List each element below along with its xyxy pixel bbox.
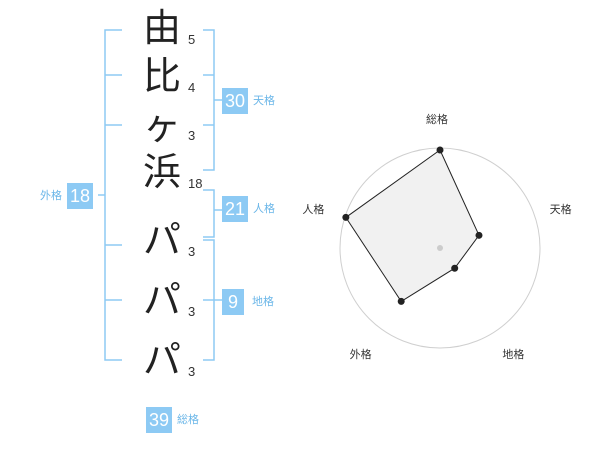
radar-point (475, 231, 483, 239)
soukaku-value: 39 (146, 407, 172, 433)
name-char: パ (142, 338, 181, 382)
stroke-count: 3 (188, 244, 196, 259)
stroke-count: 4 (188, 80, 196, 95)
name-char: 比 (142, 54, 181, 98)
stroke-count: 18 (188, 176, 203, 191)
radar-point (397, 297, 405, 305)
radar-axis-label: 外格 (349, 348, 372, 362)
stroke-count: 5 (188, 32, 196, 47)
chikaku-value: 9 (222, 289, 244, 315)
radar-point (436, 146, 444, 154)
name-char: パ (142, 218, 181, 262)
tenkaku-badge: 30 天格 (222, 88, 275, 114)
tenkaku-value: 30 (222, 88, 248, 114)
stroke-count: 3 (188, 128, 196, 143)
name-char: ヶ (142, 104, 181, 148)
radar-series-polygon (345, 149, 480, 303)
chikaku-badge: 9 地格 (222, 289, 274, 315)
radar-center-dot (437, 245, 443, 251)
soukaku-label: 総格 (177, 413, 199, 426)
gaikaku-badge: 外格 18 (40, 183, 93, 209)
radar-axis-label: 人格 (302, 202, 325, 216)
stroke-count: 3 (188, 364, 196, 379)
gaikaku-label: 外格 (40, 189, 62, 202)
name-char: 浜 (142, 150, 181, 194)
jinkaku-label: 人格 (253, 202, 275, 215)
chikaku-label: 地格 (252, 295, 274, 308)
name-char: 由 (142, 6, 181, 50)
jinkaku-badge: 21 人格 (222, 196, 275, 222)
tenkaku-label: 天格 (253, 94, 275, 107)
radar-point (342, 213, 350, 221)
radar-point (451, 264, 459, 272)
radar-axis-label: 地格 (502, 348, 525, 362)
name-char: パ (142, 278, 181, 322)
gaikaku-value: 18 (67, 183, 93, 209)
stroke-count: 3 (188, 304, 196, 319)
radar-axis-label: 天格 (549, 202, 572, 216)
radar-axis-label: 総格 (426, 113, 448, 126)
jinkaku-value: 21 (222, 196, 248, 222)
soukaku-badge: 39 総格 (146, 407, 199, 433)
